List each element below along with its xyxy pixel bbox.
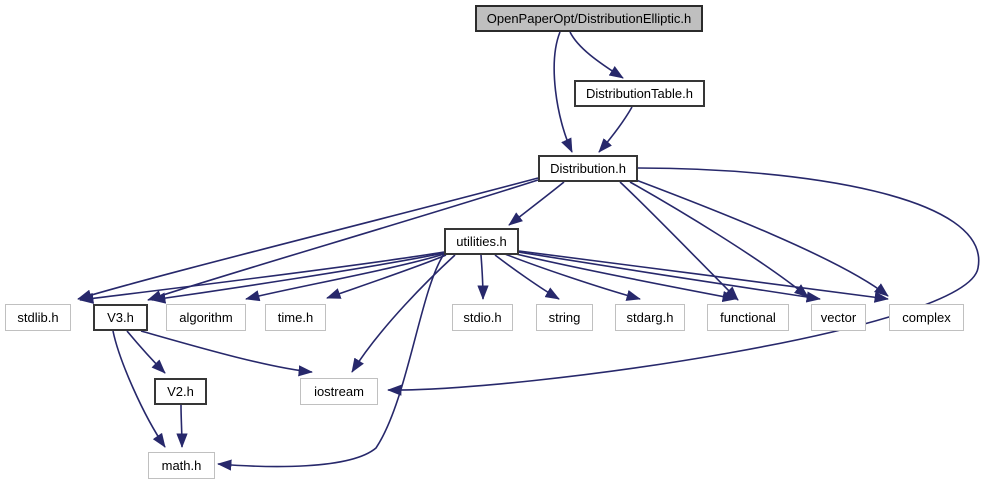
graph-node-label: stdlib.h [17, 310, 59, 325]
edge-dist-to-complex [635, 179, 889, 297]
graph-node-label: stdio.h [463, 310, 502, 325]
graph-node-complex[interactable]: complex [889, 304, 964, 331]
edge-root-to-dist [553, 31, 573, 153]
graph-node-functional[interactable]: functional [707, 304, 789, 331]
graph-node-label: math.h [161, 458, 202, 473]
edge-utilities-to-stdarg [504, 253, 641, 301]
graph-node-label: iostream [314, 384, 364, 399]
edge-dist-to-vector [629, 181, 809, 298]
edge-disttable-to-dist [598, 106, 633, 153]
edge-utilities-to-stdio [477, 254, 489, 300]
graph-node-dist[interactable]: Distribution.h [538, 155, 638, 182]
graph-node-time[interactable]: time.h [265, 304, 326, 331]
edge-v3-to-math [112, 330, 166, 448]
edge-dist-to-utilities [508, 181, 565, 226]
edge-utilities-to-complex [518, 250, 889, 303]
edge-utilities-to-v3 [151, 252, 445, 304]
graph-node-label: time.h [277, 310, 314, 325]
edge-utilities-to-time [326, 254, 447, 299]
graph-node-label: functional [720, 310, 776, 325]
graph-node-stdlib[interactable]: stdlib.h [5, 304, 71, 331]
edge-dist-to-iostream [387, 167, 980, 396]
edge-dist-to-functional [619, 181, 739, 301]
graph-node-root[interactable]: OpenPaperOpt/DistributionElliptic.h [475, 5, 703, 32]
graph-node-math[interactable]: math.h [148, 452, 215, 479]
edge-dist-to-stdlib [77, 177, 539, 301]
graph-node-label: utilities.h [456, 234, 507, 249]
graph-node-vector[interactable]: vector [811, 304, 866, 331]
graph-node-iostream[interactable]: iostream [300, 378, 378, 405]
graph-node-label: algorithm [179, 310, 233, 325]
graph-node-v2[interactable]: V2.h [154, 378, 207, 405]
edge-utilities-to-functional [511, 252, 737, 302]
graph-node-label: DistributionTable.h [586, 86, 693, 101]
edge-utilities-to-iostream [351, 254, 456, 373]
edge-utilities-to-math [217, 253, 445, 471]
edge-v3-to-iostream [140, 330, 313, 377]
edge-root-to-disttable [569, 31, 624, 79]
graph-node-label: stdarg.h [626, 310, 674, 325]
edge-utilities-to-stdlib [79, 251, 445, 304]
graph-node-label: V2.h [167, 384, 194, 399]
graph-node-stdarg[interactable]: stdarg.h [615, 304, 685, 331]
edge-v2-to-math [176, 404, 188, 448]
graph-node-string[interactable]: string [536, 304, 593, 331]
graph-node-utilities[interactable]: utilities.h [444, 228, 519, 255]
graph-node-label: V3.h [107, 310, 134, 325]
graph-node-label: Distribution.h [550, 161, 626, 176]
graph-node-label: OpenPaperOpt/DistributionElliptic.h [486, 11, 692, 26]
graph-node-stdio[interactable]: stdio.h [452, 304, 513, 331]
edge-dist-to-v3 [147, 179, 539, 301]
graph-node-algorithm[interactable]: algorithm [166, 304, 246, 331]
graph-node-label: string [548, 310, 581, 325]
edge-utilities-to-vector [517, 251, 821, 303]
edge-v3-to-v2 [126, 330, 166, 374]
graph-node-label: vector [820, 310, 857, 325]
edge-utilities-to-string [494, 254, 560, 300]
edge-utilities-to-algorithm [245, 253, 445, 302]
graph-node-disttable[interactable]: DistributionTable.h [574, 80, 705, 107]
graph-node-label: complex [902, 310, 951, 325]
graph-node-v3[interactable]: V3.h [93, 304, 148, 331]
